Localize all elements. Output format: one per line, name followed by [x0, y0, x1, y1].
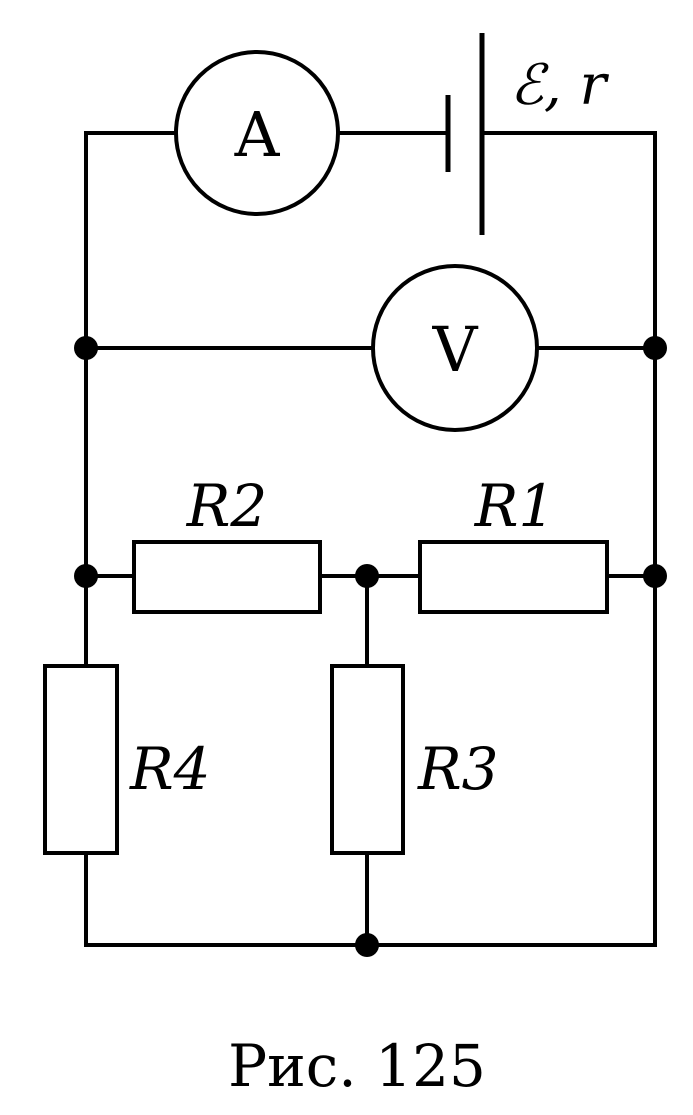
junction-node-r2-left	[74, 564, 98, 588]
resistor-r2-label: R2	[186, 472, 268, 540]
resistor-r4: R4	[43, 664, 211, 855]
resistor-r2-body	[132, 540, 322, 614]
junction-node-r1-right	[643, 564, 667, 588]
resistor-r3: R3	[330, 664, 499, 855]
resistor-r2: R2	[132, 472, 322, 614]
ammeter: A	[174, 50, 340, 216]
resistor-r4-label: R4	[129, 735, 211, 803]
ammeter-label: A	[234, 98, 281, 171]
resistor-r3-body	[330, 664, 405, 855]
resistor-r4-body	[43, 664, 119, 855]
junction-node-voltmeter-right	[643, 336, 667, 360]
voltmeter-circle	[371, 264, 539, 432]
junction-node-voltmeter-left	[74, 336, 98, 360]
resistor-r1-body	[418, 540, 609, 614]
resistor-r1-label: R1	[474, 472, 556, 540]
junction-node-bottom	[355, 933, 379, 957]
battery-label: ℰ, r	[510, 53, 610, 118]
ammeter-circle	[174, 50, 340, 216]
junction-node-r2-r1	[355, 564, 379, 588]
voltmeter: V	[371, 264, 539, 432]
resistor-r3-label: R3	[417, 735, 499, 803]
figure-caption: Рис. 125	[228, 1032, 486, 1100]
battery: ℰ, r	[445, 33, 610, 235]
voltmeter-label: V	[432, 313, 479, 386]
resistor-r1: R1	[418, 472, 609, 614]
